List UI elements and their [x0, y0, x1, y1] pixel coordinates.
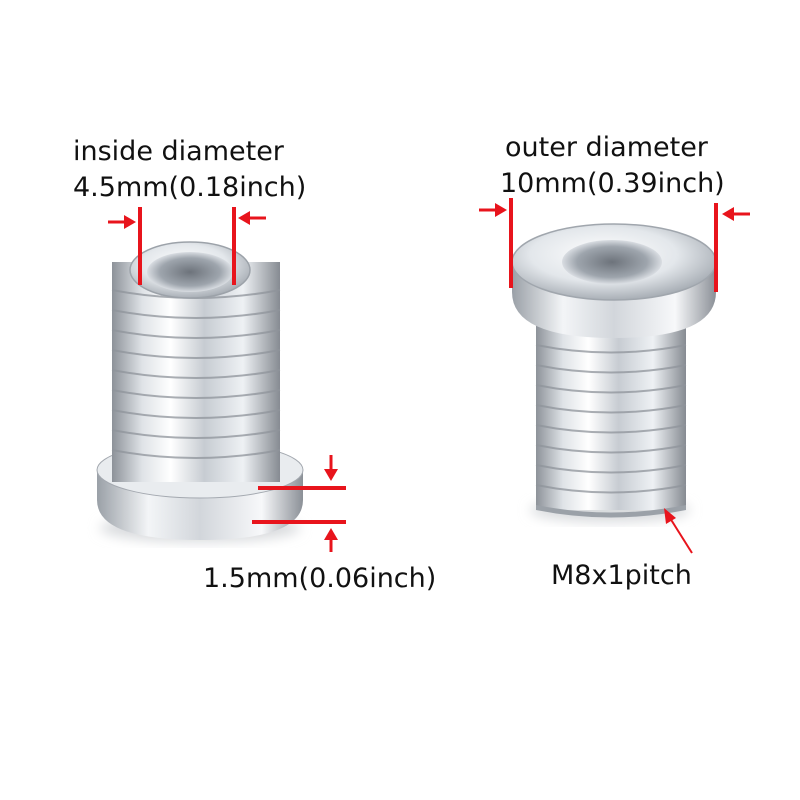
inside-diameter-title: inside diameter	[73, 136, 284, 167]
outer-diameter-title: outer diameter	[505, 132, 708, 163]
inside-diameter-value: 4.5mm(0.18inch)	[73, 172, 307, 203]
right-bore	[562, 240, 662, 284]
flange-up-arrow	[324, 528, 338, 552]
outer-left-arrow	[479, 203, 507, 217]
dimension-markers	[108, 198, 750, 554]
inside-right-arrow	[238, 211, 266, 225]
left-bore	[147, 252, 233, 292]
right-thread-insert	[511, 223, 717, 522]
inside-left-arrow	[108, 215, 136, 229]
left-thread-ridges	[111, 289, 281, 459]
flange-thickness-value: 1.5mm(0.06inch)	[203, 563, 437, 594]
thread-pitch-value: M8x1pitch	[551, 560, 692, 591]
flange-down-arrow	[324, 455, 338, 481]
right-thread-ridges	[535, 344, 687, 494]
outer-right-arrow	[722, 207, 750, 221]
right-thread-body	[536, 318, 686, 510]
outer-diameter-value: 10mm(0.39inch)	[500, 168, 725, 199]
left-thread-insert	[96, 241, 304, 542]
pitch-pointer-arrow	[664, 508, 693, 554]
